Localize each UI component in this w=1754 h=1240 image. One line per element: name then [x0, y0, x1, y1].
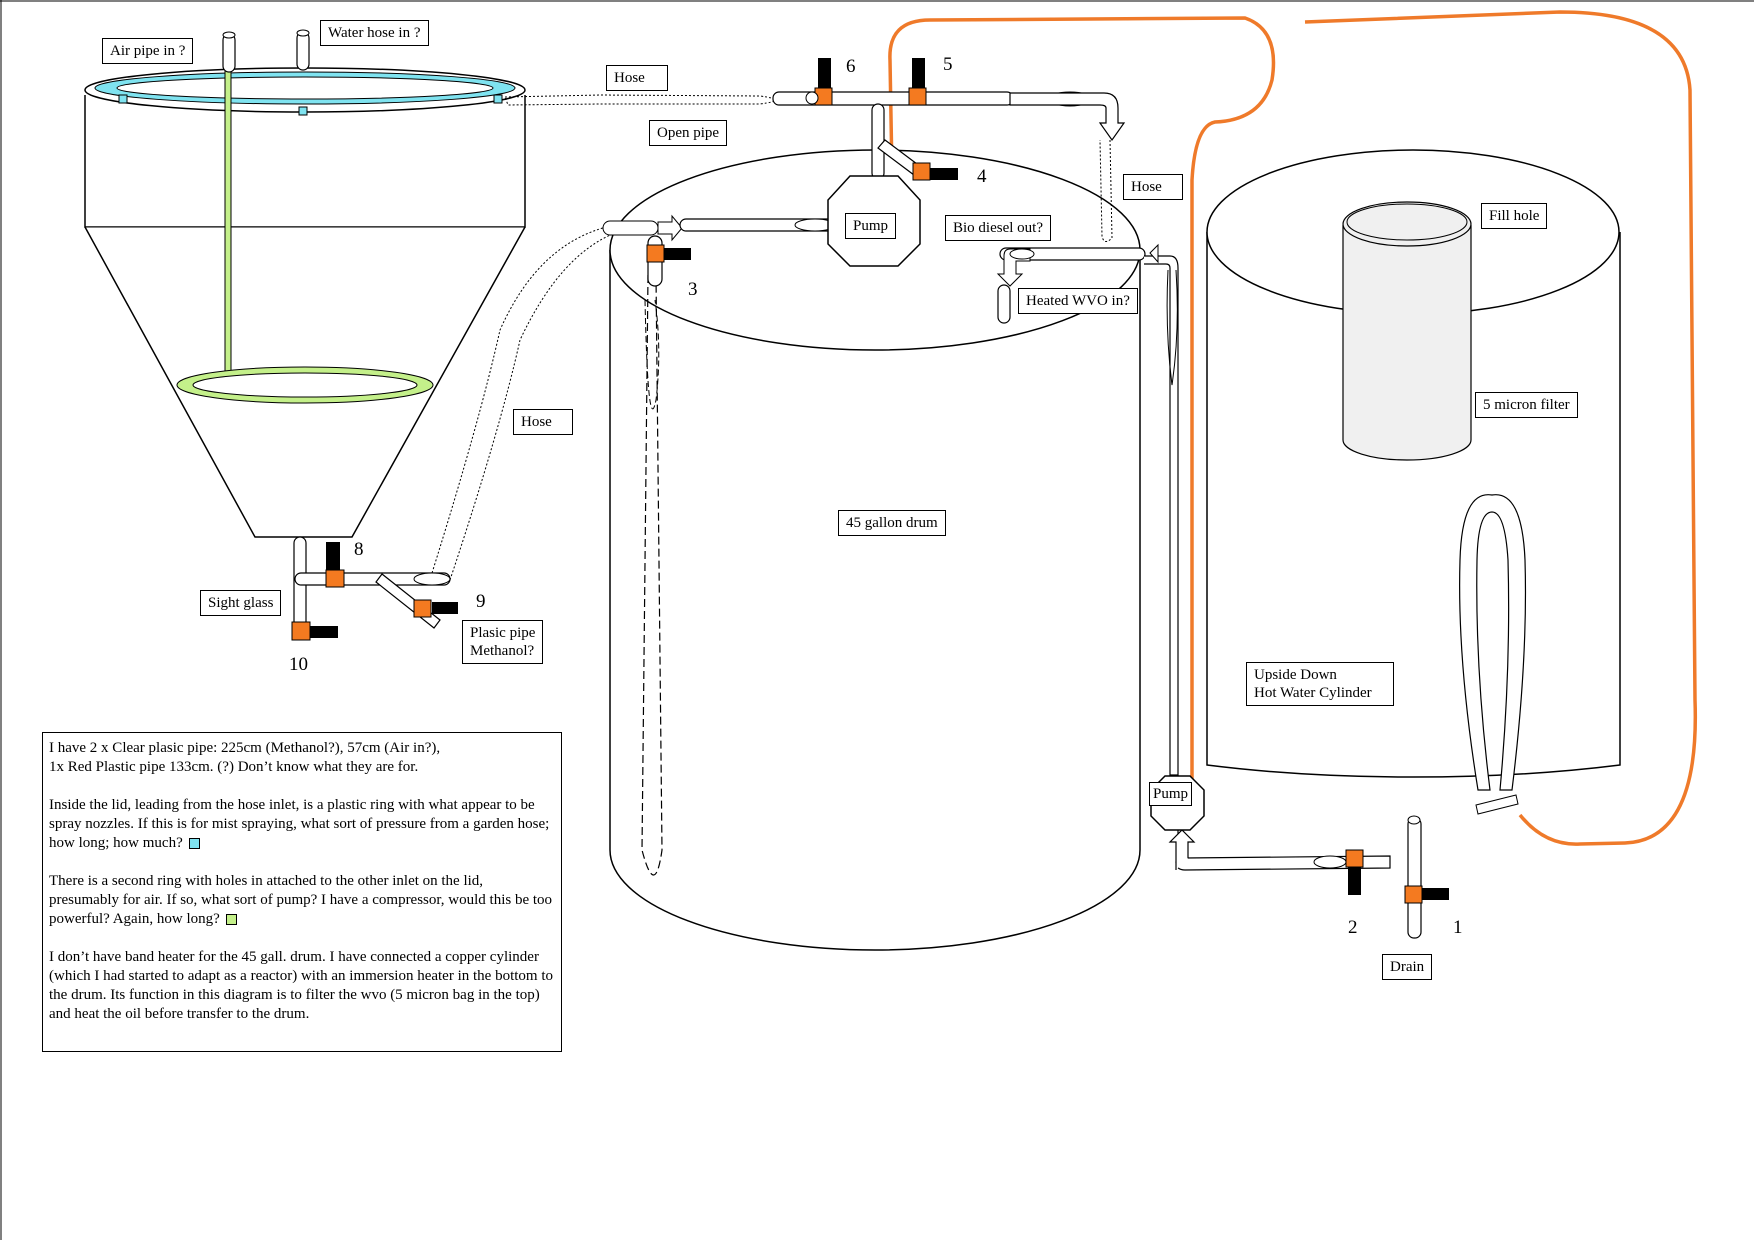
label-five-micron-filter: 5 micron filter [1475, 392, 1578, 418]
label-hose-left: Hose [513, 409, 573, 435]
label-water-hose-in: Water hose in ? [320, 20, 429, 46]
valve-number-5: 5 [943, 54, 953, 75]
notes-box: I have 2 x Clear plasic pipe: 225cm (Met… [42, 732, 562, 1052]
green-legend-square-icon [225, 914, 237, 926]
valve-5[interactable] [908, 58, 927, 106]
label-cylinder-line1: Upside Down [1254, 667, 1337, 683]
label-45-gallon-drum: 45 gallon drum [838, 510, 946, 536]
hose-top [504, 94, 776, 106]
label-hose-right: Hose [1123, 174, 1183, 200]
notes-p1-line2: 1x Red Plastic pipe 133cm. (?) Don’t kno… [49, 759, 419, 775]
valve-4[interactable] [912, 162, 958, 181]
label-drain: Drain [1382, 954, 1433, 980]
air-pipe [224, 69, 232, 376]
label-plastic-pipe: Plasic pipe Methanol? [462, 620, 544, 664]
valve-number-1: 1 [1453, 917, 1463, 938]
notes-p3: There is a second ring with holes in att… [49, 873, 553, 927]
valve-number-2: 2 [1348, 917, 1358, 938]
label-plastic-pipe-line2: Methanol? [470, 643, 535, 659]
cyan-legend-square-icon [188, 838, 200, 850]
label-sight-glass: Sight glass [200, 590, 282, 616]
label-pump-bottom: Pump [1149, 782, 1193, 806]
hot-water-cylinder [1206, 149, 1621, 815]
label-bio-diesel-out: Bio diesel out? [945, 215, 1051, 241]
label-plastic-pipe-line1: Plasic pipe [470, 625, 536, 641]
label-hot-water-cylinder: Upside Down Hot Water Cylinder [1246, 662, 1394, 706]
valve-number-4: 4 [977, 166, 987, 187]
hose-left [431, 224, 616, 581]
label-hose-top: Hose [606, 65, 668, 91]
cone-bottom-fittings [293, 536, 451, 638]
conical-tank [84, 29, 526, 538]
valve-number-9: 9 [476, 591, 486, 612]
label-cylinder-line2: Hot Water Cylinder [1254, 685, 1372, 701]
valve-6[interactable] [805, 58, 833, 106]
valve-2[interactable] [1345, 849, 1364, 895]
valve-8[interactable] [325, 542, 345, 588]
valve-3[interactable] [646, 244, 691, 263]
bottom-piping [1168, 775, 1422, 939]
label-air-pipe-in: Air pipe in ? [102, 38, 194, 64]
valve-9[interactable] [413, 599, 458, 618]
label-open-pipe: Open pipe [649, 120, 728, 146]
valve-number-8: 8 [354, 539, 364, 560]
valve-number-3: 3 [688, 279, 698, 300]
notes-p4: I don’t have band heater for the 45 gall… [49, 949, 554, 1022]
immersion-heater [1459, 494, 1527, 791]
valve-number-10: 10 [289, 654, 308, 675]
notes-p1-line1: I have 2 x Clear plasic pipe: 225cm (Met… [49, 740, 441, 756]
label-heated-wvo-in: Heated WVO in? [1018, 288, 1138, 314]
label-pump-top: Pump [845, 213, 897, 239]
valve-number-6: 6 [846, 56, 856, 77]
45-gallon-drum [609, 149, 1141, 951]
orange-cable [888, 10, 1698, 846]
valve-1[interactable] [1404, 885, 1449, 904]
notes-p2: Inside the lid, leading from the hose in… [49, 797, 550, 851]
label-fill-hole: Fill hole [1481, 203, 1548, 229]
filter-bag [1342, 225, 1472, 461]
valve-10[interactable] [291, 621, 338, 641]
